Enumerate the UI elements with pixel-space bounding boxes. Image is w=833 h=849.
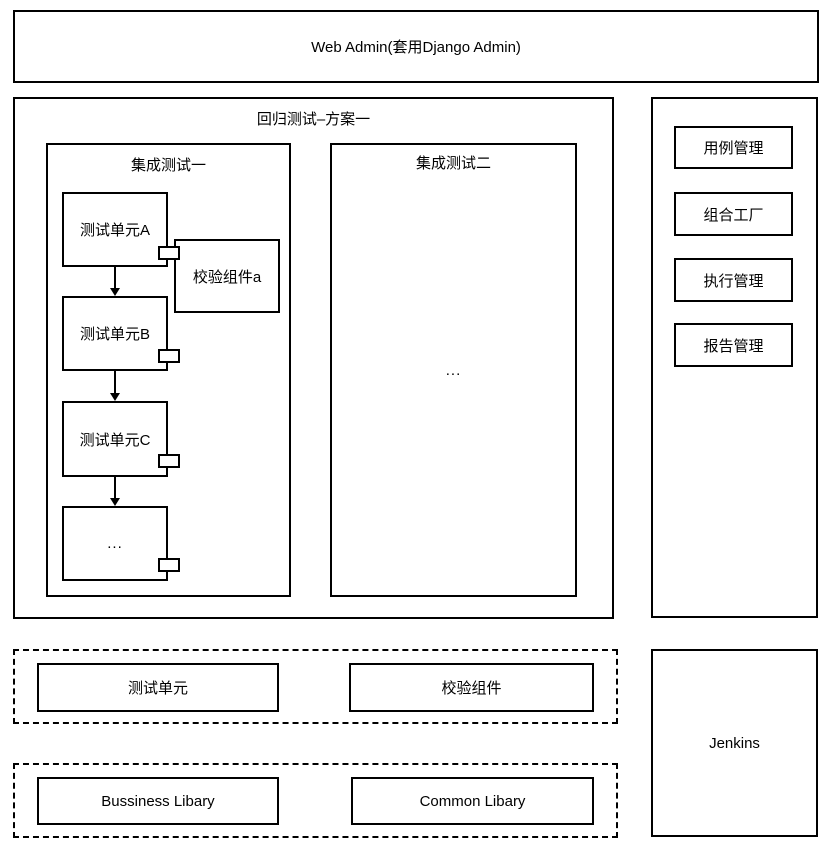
jenkins-node: Jenkins xyxy=(651,649,818,837)
test-unit-more-node: ... xyxy=(62,506,168,581)
menu-item-label: 执行管理 xyxy=(703,272,764,290)
test-unit-b-label: 测试单元B xyxy=(79,326,150,343)
test-unit-c-node: 测试单元C xyxy=(62,401,168,477)
common-library-label: Common Libary xyxy=(419,792,526,810)
web-admin-label: Web Admin(套用Django Admin) xyxy=(311,39,521,56)
integration-test-two-container: ... xyxy=(330,143,577,597)
arrow-head-icon xyxy=(110,498,120,506)
connector-port-c xyxy=(158,454,180,468)
business-library-node: Bussiness Libary xyxy=(37,777,279,825)
integration-test-one-title: 集成测试一 xyxy=(130,157,206,174)
arrow-head-icon xyxy=(110,288,120,296)
test-unit-b-node: 测试单元B xyxy=(62,296,168,371)
arrow-line xyxy=(114,371,116,393)
menu-item-label: 用例管理 xyxy=(703,140,764,157)
arrow-line xyxy=(114,477,116,498)
jenkins-label: Jenkins xyxy=(709,734,760,752)
test-unit-c-label: 测试单元C xyxy=(79,431,151,449)
business-library-label: Bussiness Libary xyxy=(101,792,215,810)
menu-item-case-management: 用例管理 xyxy=(674,126,793,169)
integration-test-two-title: 集成测试二 xyxy=(415,155,491,172)
menu-item-execution-management: 执行管理 xyxy=(674,258,793,302)
menu-item-combination-factory: 组合工厂 xyxy=(674,192,793,236)
regression-test-title: 回归测试–方案一 xyxy=(256,111,371,128)
test-unit-label: 测试单元 xyxy=(127,680,188,697)
common-library-node: Common Libary xyxy=(351,777,594,825)
test-unit-node: 测试单元 xyxy=(37,663,279,712)
connector-port-a xyxy=(158,246,180,260)
test-unit-a-node: 测试单元A xyxy=(62,192,168,267)
menu-item-label: 报告管理 xyxy=(703,337,764,355)
menu-item-label: 组合工厂 xyxy=(703,206,764,224)
check-component-node: 校验组件 xyxy=(349,663,594,712)
menu-item-report-management: 报告管理 xyxy=(674,323,793,367)
test-unit-more-label: ... xyxy=(107,535,123,552)
arrow-line xyxy=(114,267,116,288)
arrow-head-icon xyxy=(110,393,120,401)
check-component-a-node: 校验组件a xyxy=(174,239,280,313)
connector-port-more xyxy=(158,558,180,572)
connector-port-b xyxy=(158,349,180,363)
web-admin-node: Web Admin(套用Django Admin) xyxy=(13,10,819,83)
check-component-label: 校验组件 xyxy=(441,680,502,697)
check-component-a-label: 校验组件a xyxy=(192,268,262,286)
integration-test-two-placeholder: ... xyxy=(445,361,462,379)
test-unit-a-label: 测试单元A xyxy=(79,222,150,239)
